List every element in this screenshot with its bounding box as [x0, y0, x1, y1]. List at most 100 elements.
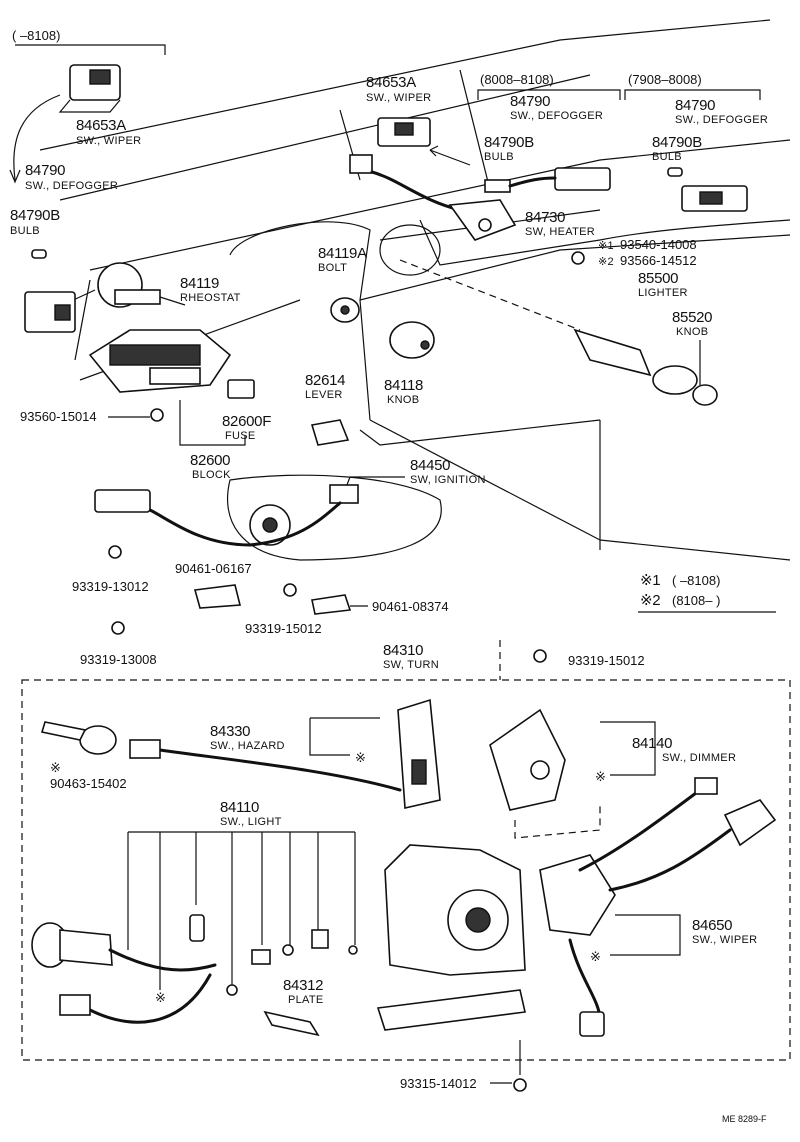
bracket-icon-90461-08374	[311, 594, 352, 615]
defogger-switch-icon-mid	[484, 167, 611, 193]
part-number-84118: 84118	[384, 377, 423, 394]
range-8008-8108: (8008–8108)	[480, 72, 554, 87]
asterisk-84110: ※	[155, 990, 166, 1005]
part-number-84312: 84312	[283, 977, 323, 994]
plate-screw-icon	[263, 1010, 320, 1037]
dimmer-switch-icon	[489, 708, 601, 839]
footer-code: ME 8289-F	[722, 1114, 767, 1124]
part-number-84790B-left: 84790B	[10, 207, 60, 224]
part-number-82614: 82614	[305, 372, 345, 389]
part-name-84312: PLATE	[288, 994, 324, 1006]
combination-switch-boundary	[21, 679, 791, 1061]
clamp-icon-90463	[40, 721, 117, 755]
part-number-93319-15012-b: 93319-15012	[568, 653, 645, 668]
lever-icon	[310, 419, 350, 446]
part-number-84450: 84450	[410, 457, 450, 474]
part-number-84140: 84140	[632, 735, 672, 752]
part-number-82600F: 82600F	[222, 413, 271, 430]
wiper-switch-icon-top	[377, 117, 431, 147]
part-name-84118: KNOB	[387, 394, 419, 406]
part-name-82600F: FUSE	[225, 430, 256, 442]
part-name-84650: SW., WIPER	[692, 934, 757, 946]
screw-icon-93560	[150, 408, 164, 422]
bolt-icon	[330, 297, 360, 323]
part-name-84790-left: SW., DEFOGGER	[25, 180, 118, 192]
part-name-84310: SW, TURN	[383, 659, 439, 671]
part-number-84119: 84119	[180, 275, 219, 292]
mark-93540: ※1	[598, 240, 614, 252]
legend-range-1: ( –8108)	[672, 573, 720, 588]
fuse-icon	[227, 379, 255, 399]
part-number-84790-left: 84790	[25, 162, 65, 179]
part-number-90461-06167: 90461-06167	[175, 561, 252, 576]
range-7908-8008: (7908–8008)	[628, 72, 702, 87]
mark-93566: ※2	[598, 256, 614, 268]
part-number-90463-15402: 90463-15402	[50, 776, 127, 791]
part-number-84650: 84650	[692, 917, 732, 934]
part-number-93560-15014: 93560-15014	[20, 409, 97, 424]
part-number-93315-14012: 93315-14012	[400, 1076, 477, 1091]
hazard-switch-icon	[129, 698, 441, 809]
part-name-84790B-right: BULB	[652, 151, 682, 163]
lighter-icon	[573, 328, 718, 406]
part-name-84790B-left: BULB	[10, 225, 40, 237]
part-number-93319-13008: 93319-13008	[80, 652, 157, 667]
part-number-93540-14008: 93540-14008	[620, 237, 697, 252]
bracket-top-left	[15, 44, 166, 55]
legend-mark-2: ※2	[640, 592, 660, 609]
part-number-84653A-top: 84653A	[366, 74, 416, 91]
part-name-85520: KNOB	[676, 326, 708, 338]
part-name-84653A-top: SW., WIPER	[366, 92, 431, 104]
defogger-switch-icon-right	[681, 185, 748, 212]
part-name-84730: SW, HEATER	[525, 226, 595, 238]
asterisk-84330: ※	[355, 750, 366, 765]
screw-icon-93315	[513, 1040, 527, 1092]
part-name-84110: SW., LIGHT	[220, 816, 282, 828]
legend-range-2: (8108– )	[672, 593, 720, 608]
part-name-84450: SW, IGNITION	[410, 474, 486, 486]
part-number-85520: 85520	[672, 309, 712, 326]
screw-icon-93540	[571, 251, 585, 265]
part-number-84790B-mid: 84790B	[484, 134, 534, 151]
part-number-84730: 84730	[525, 209, 565, 226]
part-name-84790-mid: SW., DEFOGGER	[510, 110, 603, 122]
clip-icon-90461-06167	[193, 584, 242, 609]
asterisk-84140: ※	[595, 769, 606, 784]
part-number-93566-14512: 93566-14512	[620, 253, 697, 268]
ignition-switch-icon	[94, 484, 359, 547]
range-top-left: ( –8108)	[12, 28, 60, 43]
part-number-84790B-right: 84790B	[652, 134, 702, 151]
part-number-90461-08374: 90461-08374	[372, 599, 449, 614]
rheostat-icon	[97, 262, 186, 308]
heater-switch-icon	[448, 199, 517, 241]
bracket-mid	[477, 89, 621, 100]
part-number-84310: 84310	[383, 642, 423, 659]
knob-icon-84118	[389, 321, 435, 359]
light-switch-icon	[31, 914, 358, 1024]
part-number-84119A: 84119A	[318, 245, 367, 262]
turn-switch-assembly-icon	[376, 777, 777, 1037]
part-number-84653A-left: 84653A	[76, 117, 126, 134]
part-name-84140: SW., DIMMER	[662, 752, 736, 764]
bracket-right	[624, 89, 761, 100]
part-name-82614: LEVER	[305, 389, 343, 401]
part-number-84790-mid: 84790	[510, 93, 550, 110]
part-name-84119: RHEOSTAT	[180, 292, 241, 304]
part-number-84110: 84110	[220, 799, 259, 816]
part-number-85500: 85500	[638, 270, 678, 287]
asterisk-90463: ※	[50, 760, 61, 775]
part-number-84790-right: 84790	[675, 97, 715, 114]
part-name-85500: LIGHTER	[638, 287, 688, 299]
movement-arrow	[13, 94, 61, 181]
part-name-84330: SW., HAZARD	[210, 740, 285, 752]
part-name-84790-right: SW., DEFOGGER	[675, 114, 768, 126]
screw-icon-93319-15012	[283, 583, 297, 597]
legend-mark-1: ※1	[640, 572, 660, 589]
defogger-switch-icon-left	[24, 291, 76, 333]
part-name-84653A-left: SW., WIPER	[76, 135, 141, 147]
asterisk-84650: ※	[590, 949, 601, 964]
part-number-84330: 84330	[210, 723, 250, 740]
screw-icon-93319-15012-b	[533, 649, 547, 663]
